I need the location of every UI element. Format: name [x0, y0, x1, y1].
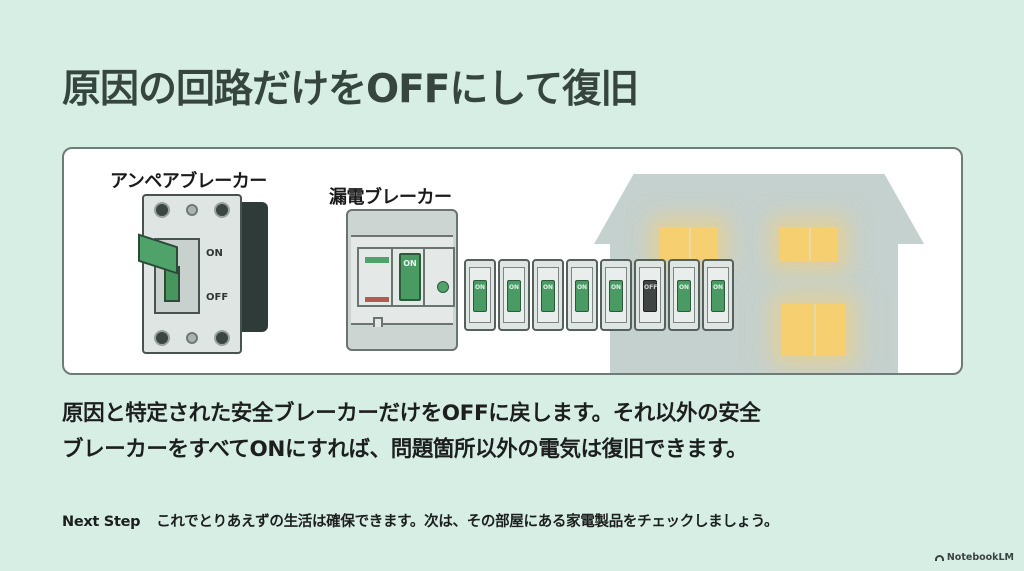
safety-breaker-2: ON — [498, 259, 530, 331]
body-line-1: 原因と特定された安全ブレーカーだけをOFFに戻します。それ以外の安全 — [62, 401, 761, 426]
house-roof — [594, 174, 924, 244]
on-label: ON — [206, 248, 223, 259]
body-text: 原因と特定された安全ブレーカーだけをOFFに戻します。それ以外の安全 ブレーカー… — [62, 396, 982, 468]
brand-watermark: NotebookLM — [934, 552, 1014, 563]
slide-title: 原因の回路だけをOFFにして復旧 — [62, 67, 639, 112]
safety-breaker-5: ON — [600, 259, 632, 331]
safety-breaker-3: ON — [532, 259, 564, 331]
leakage-breaker-icon: ON — [346, 209, 458, 351]
lit-window-icon — [780, 227, 838, 261]
safety-breaker-1: ON — [464, 259, 496, 331]
notebooklm-logo-icon — [934, 554, 944, 561]
leakage-breaker-label: 漏電ブレーカー — [329, 187, 452, 208]
off-label: OFF — [206, 292, 229, 303]
safety-breaker-row: ON ON ON ON ON OFF ON ON — [464, 259, 734, 331]
safety-breaker-4: ON — [566, 259, 598, 331]
illustration-panel: アンペアブレーカー 漏電ブレーカー ON OFF ON — [62, 147, 963, 375]
safety-breaker-8: ON — [702, 259, 734, 331]
ampere-breaker-label: アンペアブレーカー — [110, 171, 267, 192]
brand-name: NotebookLM — [946, 552, 1014, 563]
next-step: Next Step これでとりあえずの生活は確保できます。次は、その部屋にある家電… — [62, 510, 779, 531]
next-step-label: Next Step — [62, 514, 141, 530]
ampere-breaker-icon: ON OFF — [132, 194, 272, 359]
leakage-switch: ON — [399, 253, 421, 301]
body-line-2: ブレーカーをすべてONにすれば、問題箇所以外の電気は復旧できます。 — [62, 437, 748, 462]
lit-window-icon — [782, 304, 846, 356]
safety-breaker-6-off: OFF — [634, 259, 666, 331]
next-step-text: これでとりあえずの生活は確保できます。次は、その部屋にある家電製品をチェックしま… — [156, 514, 779, 530]
lit-window-icon — [660, 227, 718, 259]
safety-breaker-7: ON — [668, 259, 700, 331]
